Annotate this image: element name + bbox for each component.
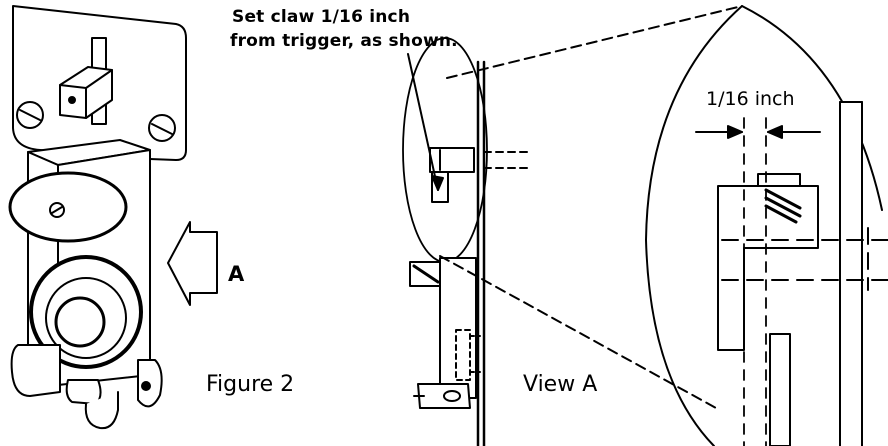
detail-trigger: [769, 333, 791, 446]
dimension-arrow-right: [767, 125, 821, 139]
oval-cap: [8, 171, 128, 243]
detail-enlargement: [645, 5, 888, 446]
dimension-extensions: [743, 117, 767, 446]
side-view-drawing: [402, 37, 531, 446]
plate-screw-left: [16, 101, 44, 129]
claw-block: [59, 66, 113, 119]
dimension-arrow-left: [695, 125, 743, 139]
projection-lines: [439, 5, 743, 409]
view-a-arrow: [167, 221, 218, 306]
annotation-line-2: from trigger, as shown.: [230, 31, 458, 51]
view-caption: View A: [523, 372, 598, 397]
device-perspective-drawing: [8, 5, 187, 430]
base-left-foot: [10, 344, 61, 397]
plate-screw-right: [148, 114, 176, 142]
lens-ring: [29, 255, 143, 369]
detail-claw: [717, 185, 819, 351]
figure-caption: Figure 2: [206, 372, 295, 397]
base-lug: [65, 379, 102, 405]
dimension-label: 1/16 inch: [706, 88, 795, 110]
view-arrow-label: A: [228, 262, 245, 286]
detail-oval-outline: [645, 5, 743, 446]
annotation-line-1: Set claw 1/16 inch: [232, 7, 411, 27]
annotation-leader: [407, 53, 444, 191]
